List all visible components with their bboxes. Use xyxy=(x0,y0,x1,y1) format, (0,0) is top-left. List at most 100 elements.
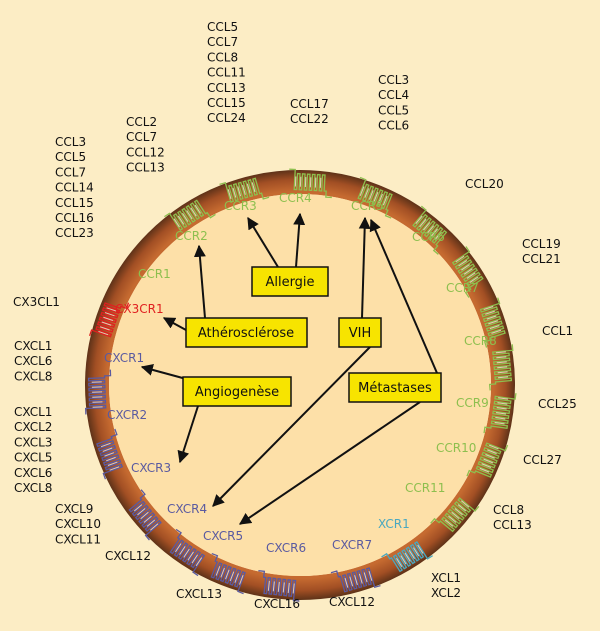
ligand-name: CCL5 xyxy=(378,103,409,117)
ligand-name: CCL21 xyxy=(522,252,561,266)
receptor-label: CCR1 xyxy=(138,267,171,281)
ligand-name: CXCL10 xyxy=(55,517,101,531)
receptor-glyph-ccr4 xyxy=(357,176,393,219)
disease-arrows xyxy=(140,212,441,525)
receptor-label: CCR10 xyxy=(436,441,476,455)
receptor-glyph-ccr2 xyxy=(219,177,270,203)
ligand-name: CCL3 xyxy=(378,73,409,87)
receptor-label: CCR7 xyxy=(446,281,479,295)
ligand-name: CCL1 xyxy=(542,324,573,338)
ligand-group: CCL25 xyxy=(538,397,577,411)
ligand-name: CXCL8 xyxy=(14,481,52,495)
ligand-name: CCL17 xyxy=(290,97,329,111)
receptor-glyph-ccr9 xyxy=(483,393,517,434)
ligand-name: CXCL9 xyxy=(55,502,93,516)
ligand-group: CXCL16 xyxy=(254,597,300,611)
ligand-name: CCL8 xyxy=(207,50,238,64)
ligand-name: CXCL13 xyxy=(176,587,222,601)
receptor-label: CXCR2 xyxy=(107,408,147,422)
ligand-name: CCL5 xyxy=(207,20,238,34)
arrow-vih-to-cxcr4 xyxy=(212,346,371,507)
receptor-label: CCR6 xyxy=(412,230,445,244)
receptor-label: CCR8 xyxy=(464,334,497,348)
ligand-name: CXCL5 xyxy=(14,451,52,465)
receptor-glyph-cxcr2 xyxy=(96,428,124,480)
disease-label: Allergie xyxy=(265,275,314,290)
receptor-glyph-ccr8 xyxy=(488,344,514,391)
disease-label: VIH xyxy=(349,326,372,341)
receptor-label: CCR11 xyxy=(405,481,445,495)
arrow-vih-to-ccr5 xyxy=(358,216,371,319)
ligand-group: CCL27 xyxy=(523,453,562,467)
receptor-label: CXCR7 xyxy=(332,538,372,552)
receptor-label: CXCR6 xyxy=(266,541,306,555)
disease-label: Métastases xyxy=(358,381,432,396)
receptor-labels: CCR1 CCR2 CCR3 CCR4 CCR5 CCR6 CCR7 CCR8 … xyxy=(104,191,497,555)
cell-cytoplasm xyxy=(109,194,491,576)
ligand-name: CCL5 xyxy=(55,150,86,164)
disease-box-allergie: Allergie xyxy=(251,266,329,297)
arrow-allergie-to-ccr3 xyxy=(247,216,279,268)
receptor-glyph-ccr10 xyxy=(466,442,509,478)
ligand-name: CCL7 xyxy=(207,35,238,49)
ligand-name: CCL25 xyxy=(538,397,577,411)
receptor-label: CCR5 xyxy=(351,199,384,213)
disease-label: Angiogenèse xyxy=(195,385,279,400)
ligand-name: CXCL6 xyxy=(14,466,52,480)
ligand-group: CCL20 xyxy=(465,177,504,191)
ligand-name: CCL24 xyxy=(207,111,246,125)
ligand-name: CCL4 xyxy=(378,88,409,102)
ligand-name: CXCL11 xyxy=(55,532,101,546)
arrow-atherosclerose-to-ccr2 xyxy=(193,244,206,319)
ligand-name: CXCL12 xyxy=(329,595,375,609)
ligand-name: XCL1 xyxy=(431,571,461,585)
receptor-glyph-cxcr5 xyxy=(210,552,246,595)
ligand-name: CCL13 xyxy=(493,518,532,532)
ligand-group: CXCL12 xyxy=(105,549,151,563)
receptor-glyph-cxcr6 xyxy=(258,570,300,602)
disease-box-angiogenese: Angiogenèse xyxy=(182,376,292,407)
ligand-name: CCL16 xyxy=(55,211,94,225)
receptor-glyphs xyxy=(84,168,517,602)
receptor-glyph-ccr7 xyxy=(479,297,506,348)
ligand-group: CXCL12 xyxy=(329,595,375,609)
receptor-label: CXCR3 xyxy=(131,461,171,475)
ligand-name: CCL3 xyxy=(55,135,86,149)
receptor-label: CCR9 xyxy=(456,396,489,410)
receptor-label: CX3CR1 xyxy=(115,302,164,316)
disease-box-metastases: Métastases xyxy=(348,372,442,403)
ligand-name: CCL7 xyxy=(55,165,86,179)
receptor-glyph-cxcr4 xyxy=(169,528,206,577)
receptor-glyph-cxcr3 xyxy=(128,489,162,541)
ligand-name: CCL7 xyxy=(126,130,157,144)
receptor-glyph-xcr1 xyxy=(381,541,433,573)
ligand-name: CXCL12 xyxy=(105,549,151,563)
arrow-metastases-to-cxcr5 xyxy=(239,401,421,525)
receptor-label: CCR3 xyxy=(224,199,257,213)
arrow-angiogenese-to-cxcr1 xyxy=(140,364,191,381)
ligand-name: XCL2 xyxy=(431,586,461,600)
receptor-glyph-ccr11 xyxy=(430,497,480,533)
arrow-metastases-to-ccr5 xyxy=(369,218,441,381)
receptor-glyph-ccr5 xyxy=(412,205,448,255)
ligand-group: CXCL13 xyxy=(176,587,222,601)
ligand-name: CXCL1 xyxy=(14,405,52,419)
ligand-name: CCL13 xyxy=(126,161,165,175)
ligand-name: CCL11 xyxy=(207,66,246,80)
receptor-glyph-ccr3 xyxy=(289,168,332,199)
arrow-angiogenese-to-cxcr3 xyxy=(177,405,199,464)
receptor-glyph-cx3cr1 xyxy=(88,302,130,338)
ligand-name: CCL8 xyxy=(493,503,524,517)
receptor-label: CCR2 xyxy=(175,229,208,243)
arrow-atherosclerose-to-cx3cr1 xyxy=(162,317,187,331)
receptor-label: CCR4 xyxy=(279,191,312,205)
